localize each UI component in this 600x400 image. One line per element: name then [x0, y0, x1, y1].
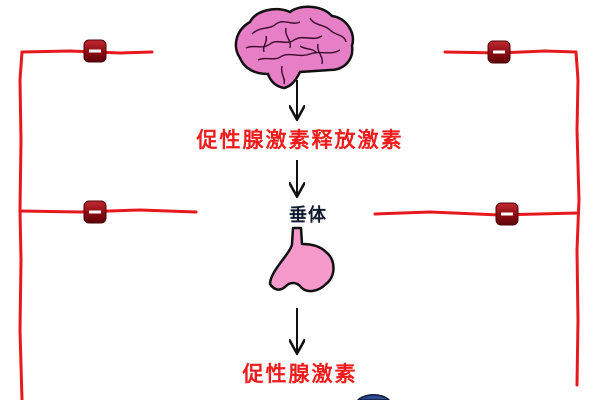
- gonadotropin-label: 促性腺激素: [242, 362, 358, 386]
- minus-sign-icon: [487, 40, 511, 64]
- minus-sign-icon: [83, 39, 107, 63]
- gnrh-label: 促性腺激素释放激素: [196, 128, 404, 152]
- pituitary-label: 垂体: [289, 205, 327, 226]
- right-feedback-lines: [373, 49, 581, 387]
- minus-sign-icon: [83, 200, 107, 224]
- brain-icon: [234, 5, 355, 90]
- target-organ-icon: [356, 394, 391, 400]
- minus-sign-icon: [495, 202, 519, 226]
- pituitary-gland-icon: [268, 226, 335, 293]
